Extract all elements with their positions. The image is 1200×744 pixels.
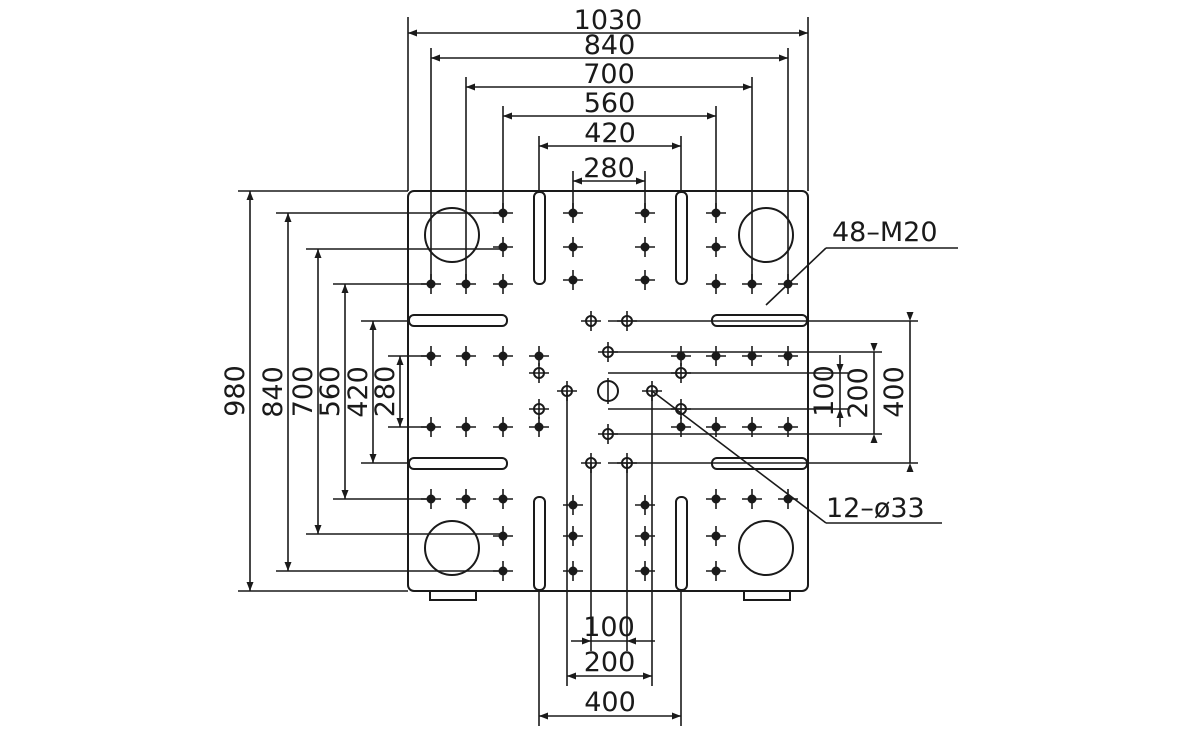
m20-hole (493, 417, 513, 437)
m20-hole (456, 489, 476, 509)
bottom-dimension: 100 (571, 463, 655, 651)
m20-hole (456, 346, 476, 366)
left-dimension: 560 (315, 283, 431, 500)
left-dimension: 280 (370, 355, 431, 428)
d33-hole (529, 363, 549, 383)
bottom-dimension-label: 200 (584, 647, 636, 678)
top-dimension: 280 (572, 153, 646, 213)
top-dimension-label: 840 (584, 30, 636, 61)
left-dimension-label: 420 (343, 366, 374, 418)
m20-hole (563, 270, 583, 290)
top-dimension-label: 280 (583, 153, 635, 184)
bottom-dimension: 400 (538, 591, 682, 726)
m20-hole (742, 346, 762, 366)
left-dimension: 700 (288, 248, 503, 535)
m20-hole (778, 346, 798, 366)
m20-hole (529, 417, 549, 437)
m20-hole (493, 346, 513, 366)
d33-hole (529, 399, 549, 419)
m20-hole (563, 526, 583, 546)
m20-hole (563, 495, 583, 515)
m20-hole (706, 274, 726, 294)
m20-hole (706, 417, 726, 437)
m20-hole (742, 489, 762, 509)
top-dimension: 560 (502, 88, 717, 213)
top-dimension: 840 (430, 30, 789, 284)
right-dimension-label: 200 (843, 367, 874, 419)
callout-m20: 48–M20 (765, 217, 958, 306)
left-dimension-label: 700 (288, 366, 319, 418)
m20-hole (635, 270, 655, 290)
m20-hole (493, 526, 513, 546)
left-dimension: 840 (258, 212, 503, 572)
top-dimension-label: 700 (583, 59, 635, 90)
left-dimension-label: 560 (315, 366, 346, 418)
m20-hole (706, 561, 726, 581)
callout-d33-label: 12–ø33 (826, 493, 925, 524)
m20-hole (706, 237, 726, 257)
d33-holes (529, 311, 691, 473)
bottom-dimension: 200 (566, 391, 653, 686)
bottom-dimension-label: 400 (584, 687, 636, 718)
right-dimension: 200 (608, 343, 882, 443)
m20-hole (563, 237, 583, 257)
platen-outline (407, 190, 809, 601)
right-dimension-label: 100 (809, 365, 840, 417)
bottom-dimensions: 100 200 400 (538, 391, 682, 726)
m20-hole (706, 489, 726, 509)
top-dimension: 1030 (407, 5, 809, 191)
m20-hole (671, 417, 691, 437)
m20-hole (671, 346, 691, 366)
top-dimension-label: 560 (584, 88, 636, 119)
left-dimension: 420 (343, 320, 409, 464)
bottom-dimension-label: 100 (583, 612, 635, 643)
callout-m20-label: 48–M20 (832, 217, 938, 248)
m20-holes (421, 203, 798, 581)
d33-hole (581, 311, 601, 331)
top-dimension-label: 1030 (574, 5, 643, 36)
right-dimension: 400 (608, 312, 918, 472)
left-dimension-label: 280 (370, 366, 401, 418)
m20-hole (493, 274, 513, 294)
center-hole (597, 378, 619, 404)
callout-d33: 12–ø33 (651, 390, 942, 524)
m20-hole (706, 346, 726, 366)
m20-hole (493, 237, 513, 257)
m20-hole (706, 526, 726, 546)
m20-hole (456, 417, 476, 437)
m20-hole (635, 237, 655, 257)
m20-hole (563, 561, 583, 581)
left-dimension-label: 980 (220, 365, 251, 417)
top-dimension-label: 420 (584, 118, 636, 149)
tie-bar-holes (424, 207, 794, 576)
left-dimension-label: 840 (258, 366, 289, 418)
left-dimension: 980 (220, 190, 408, 592)
m20-hole (493, 489, 513, 509)
right-dimension-label: 400 (879, 366, 910, 418)
m20-hole (529, 346, 549, 366)
right-dimension: 100 (608, 355, 848, 427)
top-dimension: 420 (538, 118, 682, 192)
